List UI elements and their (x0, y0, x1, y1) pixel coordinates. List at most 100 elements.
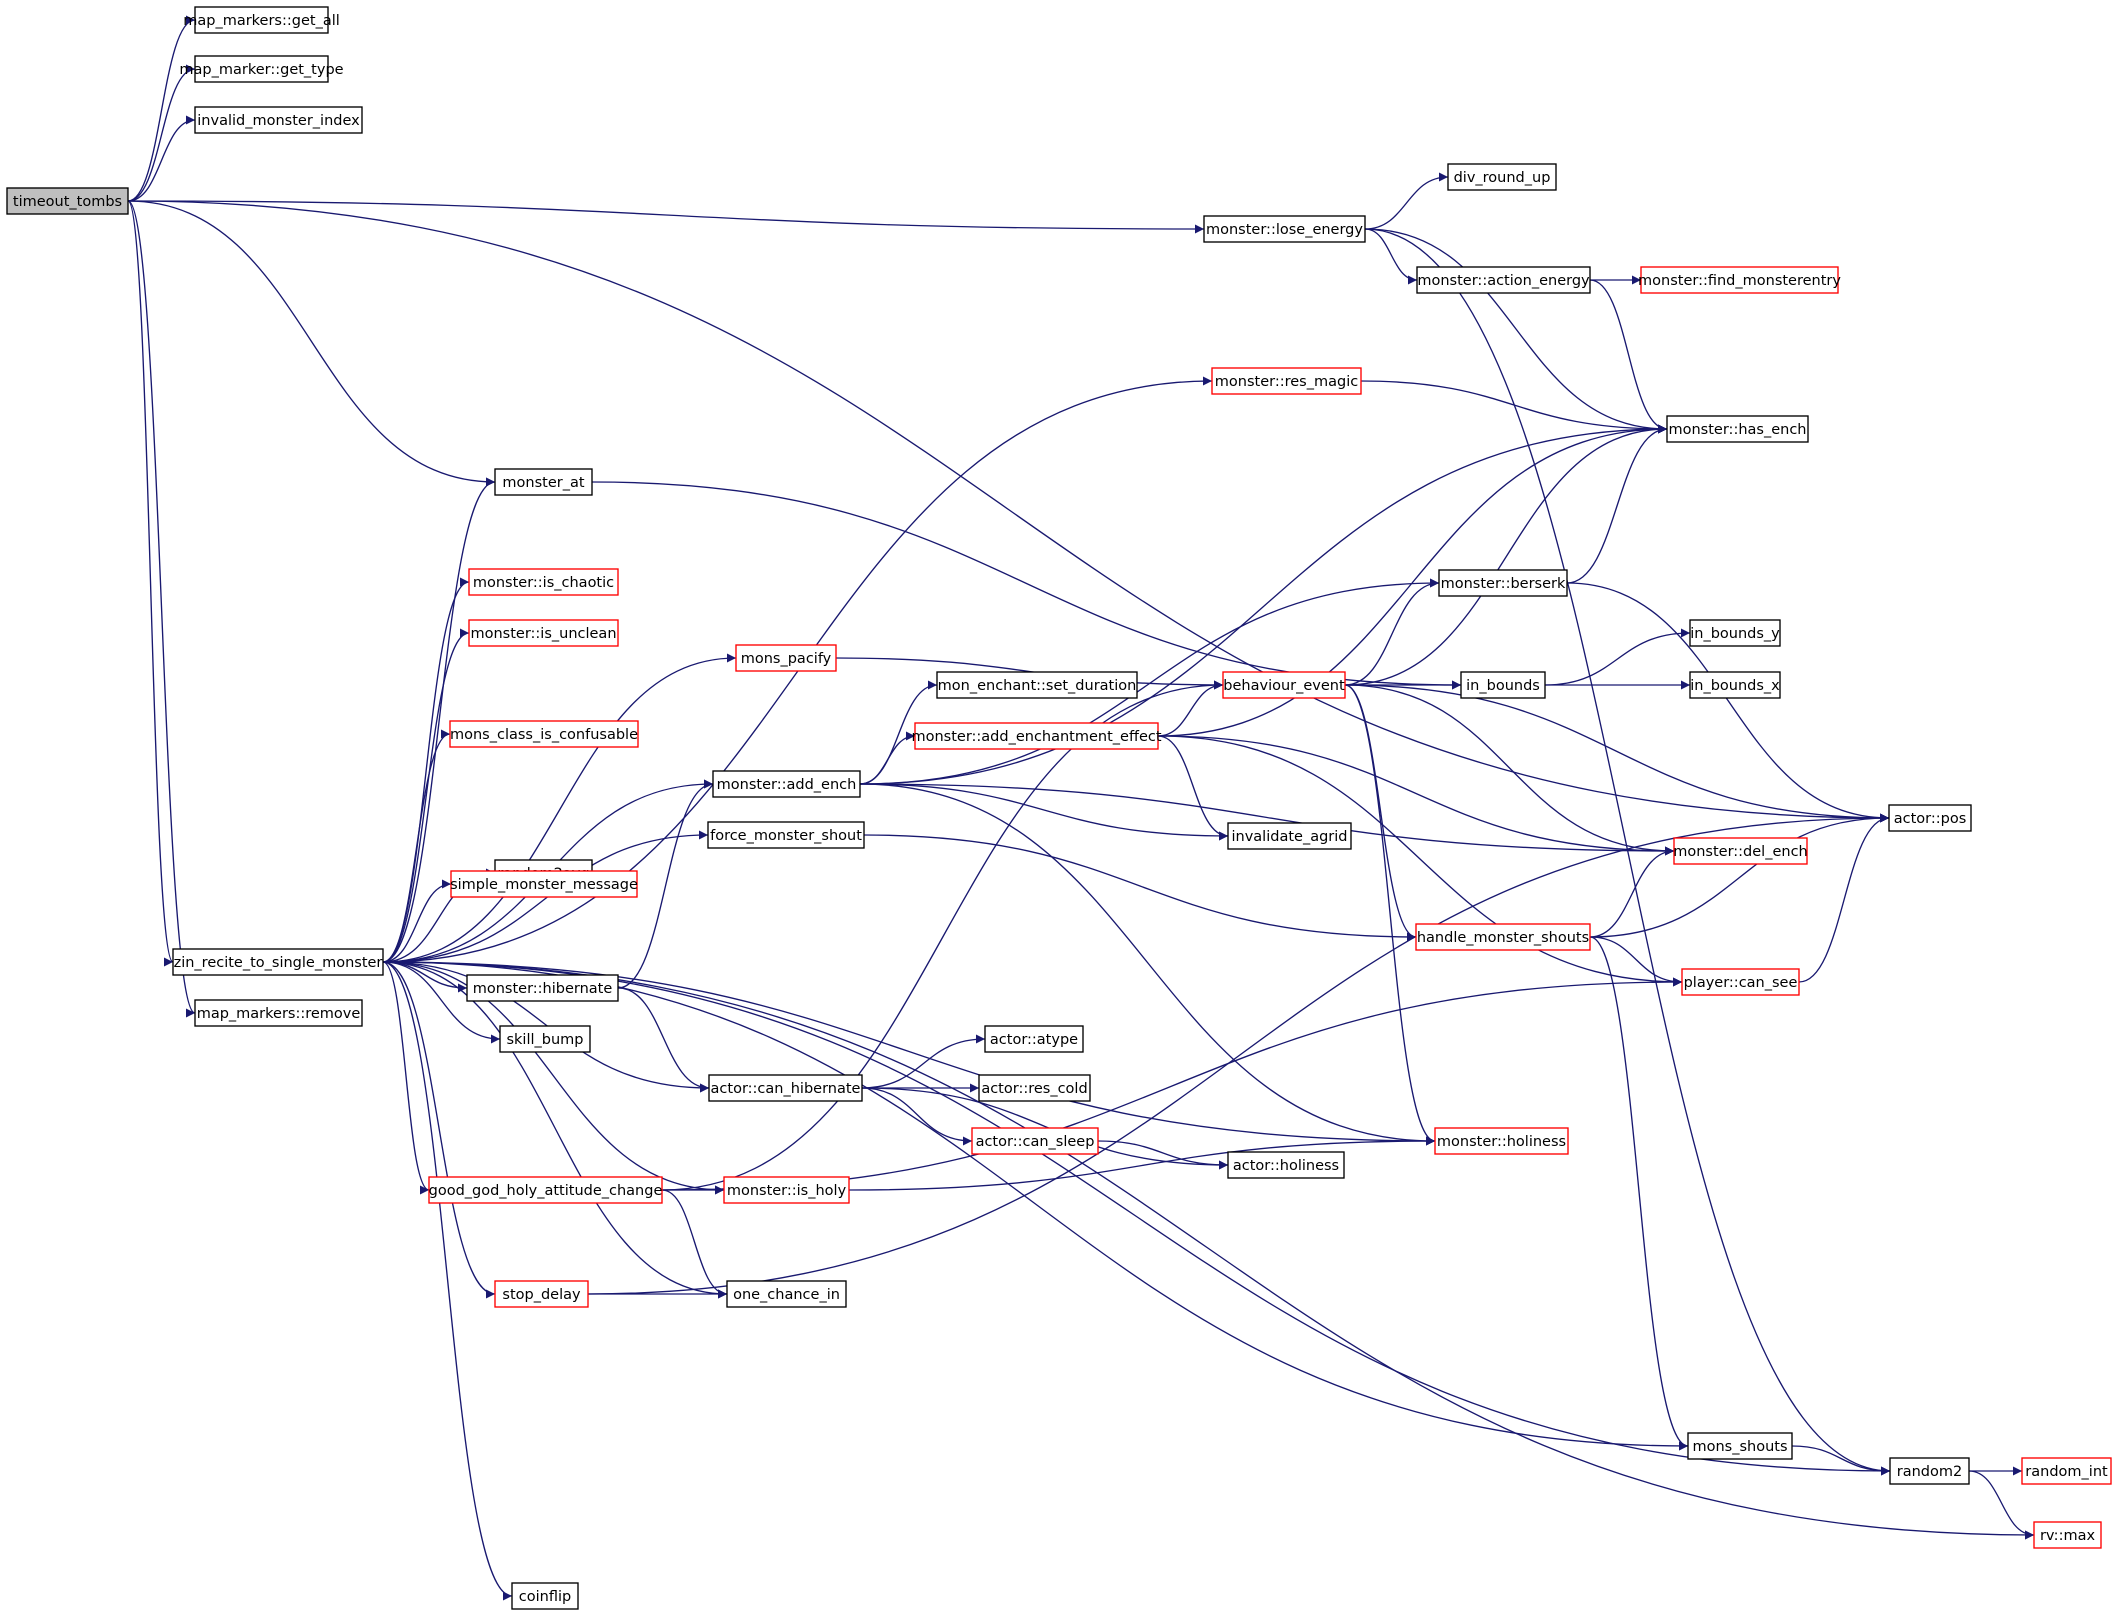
node-box (735, 644, 837, 672)
node-label: monster::is_unclean (470, 626, 616, 642)
node-random_int[interactable]: random_int (2021, 1457, 2112, 1485)
edge-in_bounds-to-in_bounds_y (1544, 628, 1691, 686)
node-label: stop_delay (502, 1287, 581, 1303)
node-mons_pacify[interactable]: mons_pacify (735, 644, 837, 672)
node-box (428, 1176, 663, 1204)
node-stop_delay[interactable]: stop_delay (494, 1280, 589, 1308)
node-set_duration[interactable]: mon_enchant::set_duration (936, 671, 1138, 699)
node-label: random2 (1897, 1464, 1962, 1480)
node-box (1222, 671, 1346, 699)
node-label: monster::find_monsterentry (1638, 273, 1841, 289)
node-box (6, 187, 129, 215)
node-actor_holiness[interactable]: actor::holiness (1227, 1151, 1345, 1179)
node-is_unclean[interactable]: monster::is_unclean (468, 619, 619, 647)
node-can_sleep[interactable]: actor::can_sleep (971, 1127, 1099, 1155)
node-simple_monster_message[interactable]: simple_monster_message (450, 870, 638, 898)
node-map_marker_get_type[interactable]: map_marker::get_type (179, 55, 344, 83)
node-berserk[interactable]: monster::berserk (1438, 569, 1568, 597)
node-actor_pos[interactable]: actor::pos (1888, 804, 1972, 832)
node-label: handle_monster_shouts (1417, 930, 1589, 946)
edge-zin_recite-to-one_chance_in (382, 961, 728, 1299)
node-res_cold[interactable]: actor::res_cold (978, 1074, 1091, 1102)
node-label: div_round_up (1454, 170, 1551, 186)
node-add_ench[interactable]: monster::add_ench (712, 770, 861, 798)
node-label: zin_recite_to_single_monster (174, 955, 383, 971)
node-box (1687, 1432, 1793, 1460)
edge-behaviour_event-to-actor_pos (1344, 684, 1890, 823)
node-label: actor::pos (1894, 811, 1967, 827)
edge-behaviour_event-to-monster_holiness (1344, 684, 1436, 1146)
node-box (978, 1074, 1091, 1102)
node-handle_monster_shouts[interactable]: handle_monster_shouts (1415, 923, 1591, 951)
node-hibernate[interactable]: monster::hibernate (466, 974, 619, 1002)
node-label: good_god_holy_attitude_change (429, 1183, 663, 1199)
node-res_magic[interactable]: monster::res_magic (1211, 367, 1362, 395)
node-mons_class_is_confusable[interactable]: mons_class_is_confusable (449, 720, 639, 748)
node-behaviour_event[interactable]: behaviour_event (1222, 671, 1346, 699)
node-is_chaotic[interactable]: monster::is_chaotic (468, 568, 619, 596)
edge-behaviour_event-to-has_ench (1344, 424, 1668, 686)
node-label: one_chance_in (733, 1287, 840, 1303)
node-in_bounds_x[interactable]: in_bounds_x (1689, 671, 1781, 699)
node-box (1203, 215, 1366, 243)
node-box (1689, 619, 1781, 647)
node-invalidate_agrid[interactable]: invalidate_agrid (1227, 822, 1352, 850)
edge-add_ench-to-berserk (859, 578, 1440, 785)
node-mons_shouts[interactable]: mons_shouts (1687, 1432, 1793, 1460)
node-monster_at[interactable]: monster_at (494, 468, 593, 496)
edge-can_hibernate-to-actor_holiness (861, 1087, 1229, 1170)
edge-zin_recite-to-simple_monster_message (382, 879, 452, 963)
node-label: map_marker::get_type (179, 62, 343, 78)
node-label: random_int (2025, 1464, 2108, 1480)
edge-timeout_tombs-to-monster_at (127, 200, 496, 487)
node-add_enchantment_effect[interactable]: monster::add_enchantment_effect (911, 722, 1162, 750)
node-box (468, 568, 619, 596)
node-has_ench[interactable]: monster::has_ench (1666, 415, 1809, 443)
node-box (1460, 671, 1546, 699)
node-invalid_monster_index[interactable]: invalid_monster_index (194, 106, 363, 134)
edge-monster_at-to-in_bounds (591, 481, 1462, 690)
edge-can_hibernate-to-atype (861, 1034, 986, 1089)
node-label: monster::add_enchantment_effect (911, 729, 1161, 745)
edge-add_ench-to-invalidate_agrid (859, 783, 1229, 841)
node-label: player::can_see (1684, 975, 1798, 991)
node-coinflip[interactable]: coinflip (511, 1582, 579, 1610)
node-rv_max[interactable]: rv::max (2033, 1521, 2102, 1549)
edge-zin_recite-to-mons_shouts (382, 961, 1689, 1451)
node-div_round_up[interactable]: div_round_up (1447, 163, 1557, 191)
node-in_bounds_y[interactable]: in_bounds_y (1689, 619, 1781, 647)
node-action_energy[interactable]: monster::action_energy (1416, 266, 1591, 294)
node-map_markers_get_all[interactable]: map_markers::get_all (183, 6, 340, 34)
node-map_markers_remove[interactable]: map_markers::remove (194, 999, 363, 1027)
node-random2[interactable]: random2 (1889, 1457, 1970, 1485)
node-label: behaviour_event (1223, 678, 1345, 694)
edge-zin_recite-to-random2 (382, 961, 1891, 1476)
node-box (936, 671, 1138, 699)
node-is_holy[interactable]: monster::is_holy (723, 1176, 850, 1204)
node-skill_bump[interactable]: skill_bump (499, 1025, 591, 1053)
node-del_ench[interactable]: monster::del_ench (1673, 837, 1808, 865)
node-zin_recite[interactable]: zin_recite_to_single_monster (172, 948, 384, 976)
edge-timeout_tombs-to-map_markers_get_all (127, 15, 196, 202)
node-label: monster::is_chaotic (473, 575, 614, 591)
node-good_god[interactable]: good_god_holy_attitude_change (428, 1176, 663, 1204)
node-one_chance_in[interactable]: one_chance_in (726, 1280, 847, 1308)
node-box (971, 1127, 1099, 1155)
node-can_see[interactable]: player::can_see (1681, 968, 1800, 996)
edge-zin_recite-to-mons_class_is_confusable (382, 729, 451, 963)
node-box (194, 55, 329, 83)
node-timeout_tombs[interactable]: timeout_tombs (6, 187, 129, 215)
node-box (1666, 415, 1809, 443)
node-atype[interactable]: actor::atype (984, 1025, 1084, 1053)
node-force_monster_shout[interactable]: force_monster_shout (707, 821, 865, 849)
node-find_monsterentry[interactable]: monster::find_monsterentry (1638, 266, 1841, 294)
edge-zin_recite-to-coinflip (382, 961, 513, 1601)
node-box (984, 1025, 1084, 1053)
node-lose_energy[interactable]: monster::lose_energy (1203, 215, 1366, 243)
node-box (466, 974, 619, 1002)
edge-random2-to-rv_max (1968, 1470, 2035, 1540)
node-monster_holiness[interactable]: monster::holiness (1434, 1127, 1569, 1155)
node-can_hibernate[interactable]: actor::can_hibernate (708, 1074, 863, 1102)
node-in_bounds[interactable]: in_bounds (1460, 671, 1546, 699)
node-label: in_bounds_x (1690, 678, 1780, 694)
